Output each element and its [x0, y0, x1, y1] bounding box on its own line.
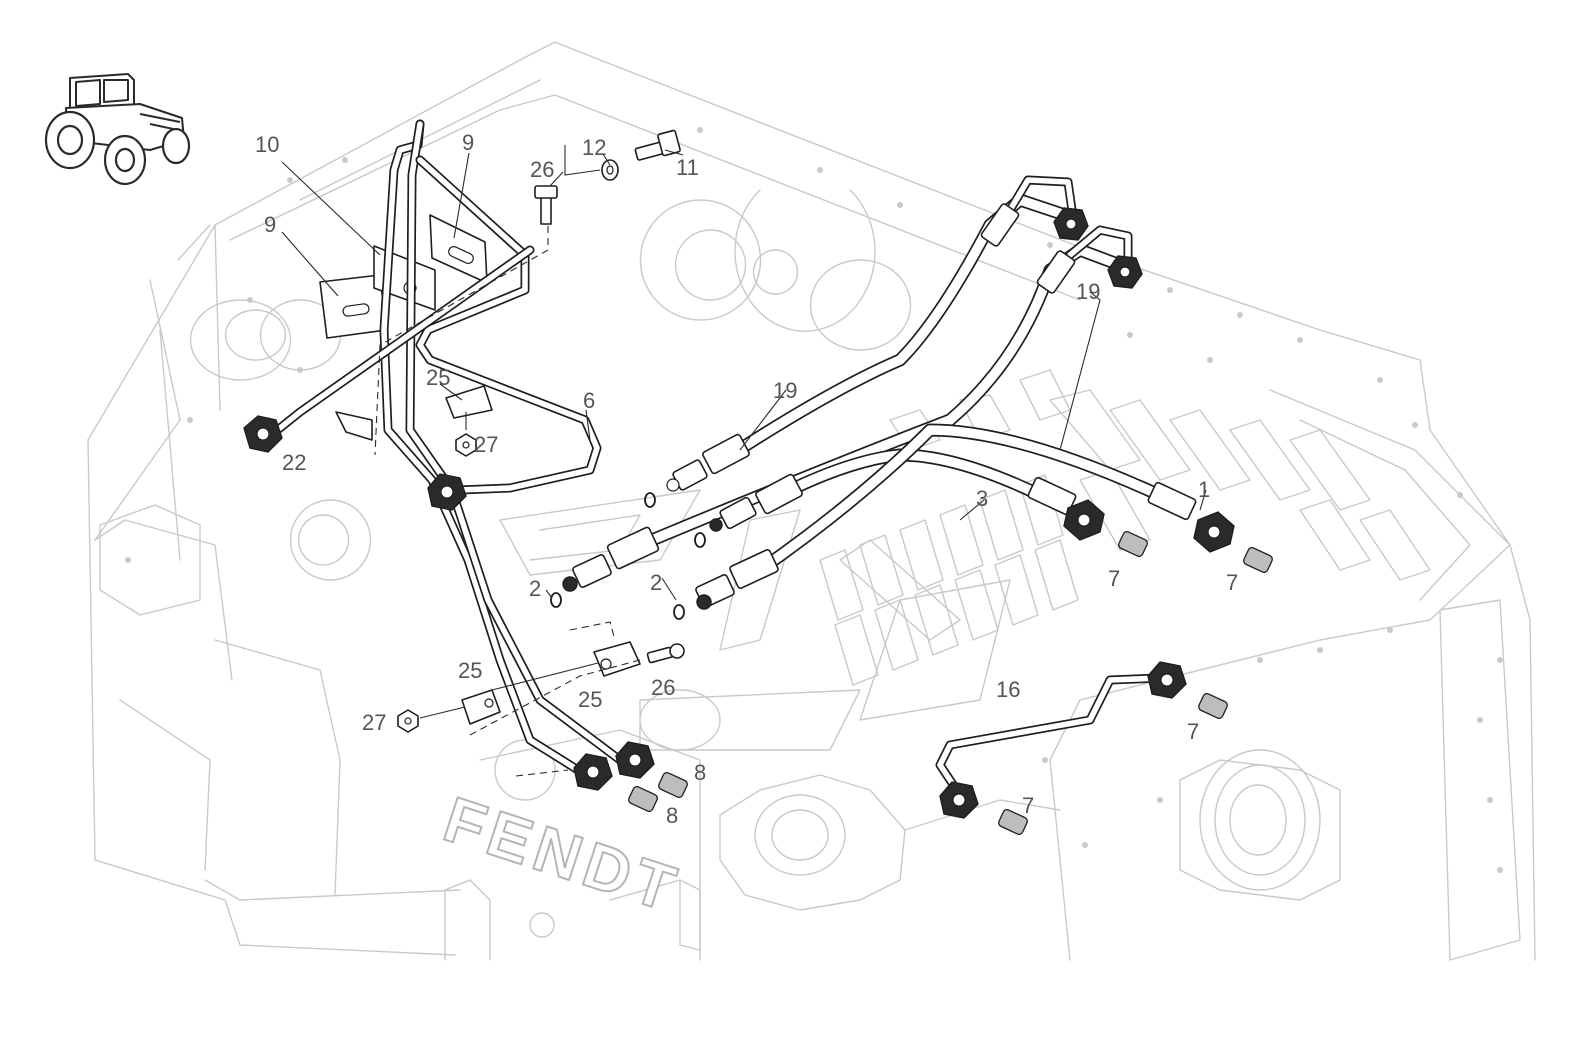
callout-12: 12 — [582, 135, 606, 160]
callout-19: 19 — [773, 378, 797, 403]
callout-9: 9 — [462, 130, 474, 155]
callout-27: 27 — [474, 432, 498, 457]
callout-25: 25 — [578, 687, 602, 712]
clamp-25-lower-a — [461, 689, 501, 725]
callout-7: 7 — [1108, 566, 1120, 591]
mounting-brackets — [319, 214, 493, 441]
callout-26: 26 — [651, 675, 675, 700]
callout-2: 2 — [529, 576, 541, 601]
callout-8: 8 — [694, 760, 706, 785]
fendt-logo-ghost — [499, 489, 1011, 751]
clamp-25-upper-b — [445, 385, 493, 419]
callout-11: 11 — [676, 155, 699, 180]
callout-1: 1 — [1198, 477, 1210, 502]
callout-26: 26 — [530, 157, 554, 182]
callout-25: 25 — [458, 658, 482, 683]
callout-10: 10 — [255, 132, 279, 157]
callout-9: 9 — [264, 212, 276, 237]
callout-22: 22 — [282, 450, 306, 475]
callout-8: 8 — [666, 803, 678, 828]
callout-19: 19 — [1076, 279, 1100, 304]
callout-27: 27 — [362, 710, 386, 735]
callout-3: 3 — [976, 486, 988, 511]
bolt-26-lower — [646, 646, 674, 664]
callout-7: 7 — [1022, 793, 1034, 818]
tractor-thumbnail-icon — [44, 73, 191, 186]
transmission-housing-outline: FENDT — [87, 41, 1536, 961]
clamp-25-upper-a — [335, 411, 373, 441]
callout-leaders — [281, 145, 1207, 777]
callout-16: 16 — [996, 677, 1020, 702]
callout-7: 7 — [1226, 570, 1238, 595]
callout-7: 7 — [1187, 719, 1199, 744]
fittings — [243, 129, 1235, 819]
callout-25: 25 — [426, 365, 450, 390]
blanking-plugs — [628, 531, 1273, 835]
bolt-26-upper — [540, 195, 552, 225]
housing-bolt-holes — [125, 127, 1503, 873]
o-rings — [550, 492, 706, 620]
callout-2: 2 — [650, 570, 662, 595]
callout-6: 6 — [583, 388, 595, 413]
callout-labels: 10 9 9 26 12 11 25 27 22 6 19 19 3 1 2 2… — [255, 130, 1238, 828]
